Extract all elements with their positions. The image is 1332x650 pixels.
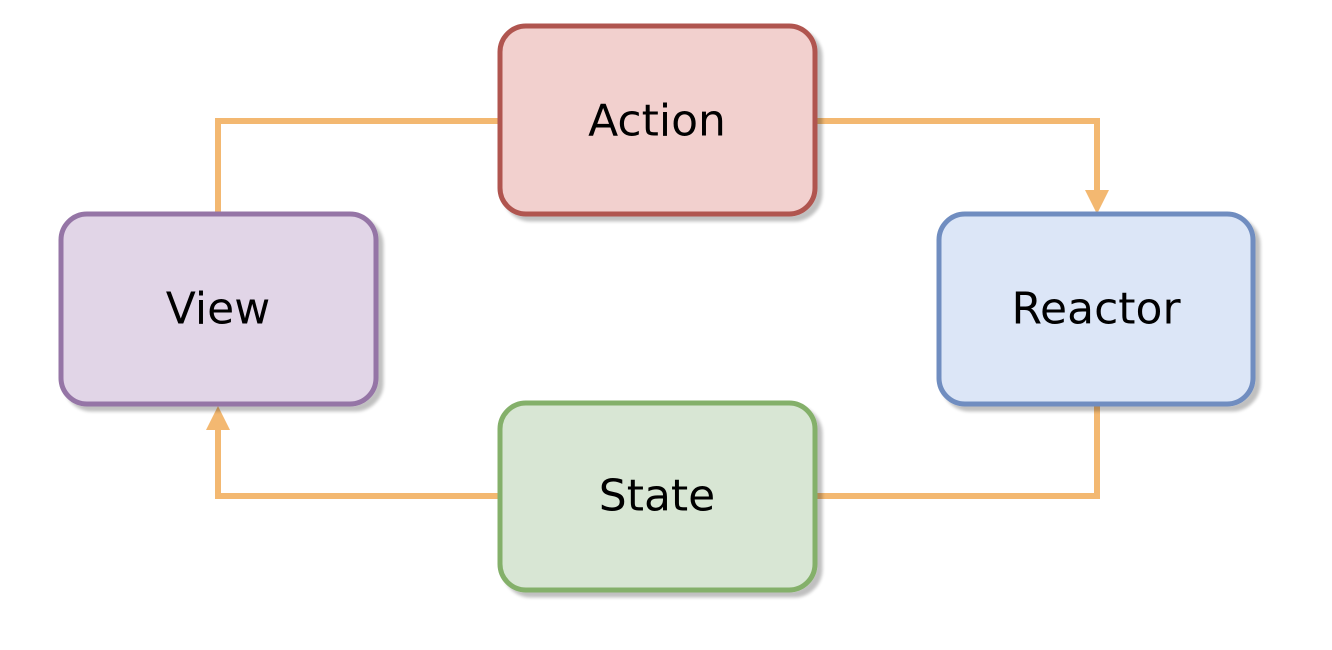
node-view[interactable]: View xyxy=(58,211,379,407)
node-state-label: State xyxy=(599,471,715,522)
node-reactor-box xyxy=(936,211,1256,407)
node-action-box xyxy=(497,23,818,217)
node-state-box xyxy=(497,400,818,593)
node-action[interactable]: Action xyxy=(497,23,818,217)
edge-reactor-to-state xyxy=(814,404,1100,499)
edge-state-to-view xyxy=(215,428,502,499)
node-state[interactable]: State xyxy=(497,400,818,593)
arrowhead-into-reactor xyxy=(1085,190,1109,214)
node-reactor[interactable]: Reactor xyxy=(936,211,1256,407)
edge-action-to-reactor xyxy=(814,118,1100,192)
node-view-label: View xyxy=(166,284,270,335)
node-view-box xyxy=(58,211,379,407)
node-action-label: Action xyxy=(588,96,726,147)
node-reactor-label: Reactor xyxy=(1011,284,1181,335)
arrowhead-into-view xyxy=(206,406,230,430)
edge-view-to-action xyxy=(215,118,502,214)
connectors xyxy=(206,118,1109,499)
